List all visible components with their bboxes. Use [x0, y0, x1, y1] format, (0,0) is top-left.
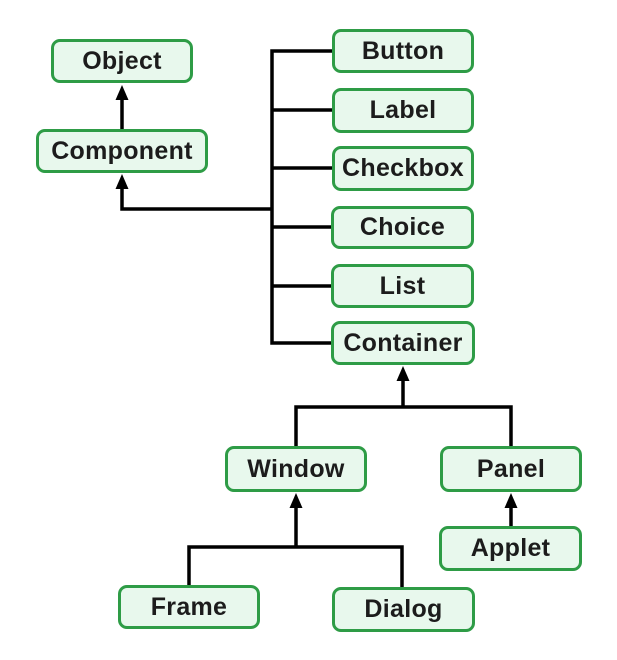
node-button: Button [332, 29, 474, 73]
node-choice: Choice [331, 206, 474, 249]
arrowhead-container [396, 366, 410, 381]
node-panel: Panel [440, 446, 582, 492]
node-checkbox: Checkbox [332, 146, 474, 191]
node-object: Object [51, 39, 193, 83]
node-applet: Applet [439, 526, 582, 571]
arrowhead-object [115, 85, 129, 100]
node-frame: Frame [118, 585, 260, 629]
edge-children-to-component [120, 186, 272, 211]
trunk-and-branches [270, 49, 332, 345]
edge-frame-dialog-bus [187, 545, 404, 587]
node-container: Container [331, 321, 475, 365]
arrowhead-panel [504, 493, 518, 508]
arrowhead-component [115, 174, 129, 189]
node-dialog: Dialog [332, 587, 475, 632]
node-label: Label [332, 88, 474, 133]
edge-window-panel-bus [294, 405, 513, 446]
node-list: List [331, 264, 474, 308]
node-window: Window [225, 446, 367, 492]
arrowhead-window [289, 493, 303, 508]
node-component: Component [36, 129, 208, 173]
